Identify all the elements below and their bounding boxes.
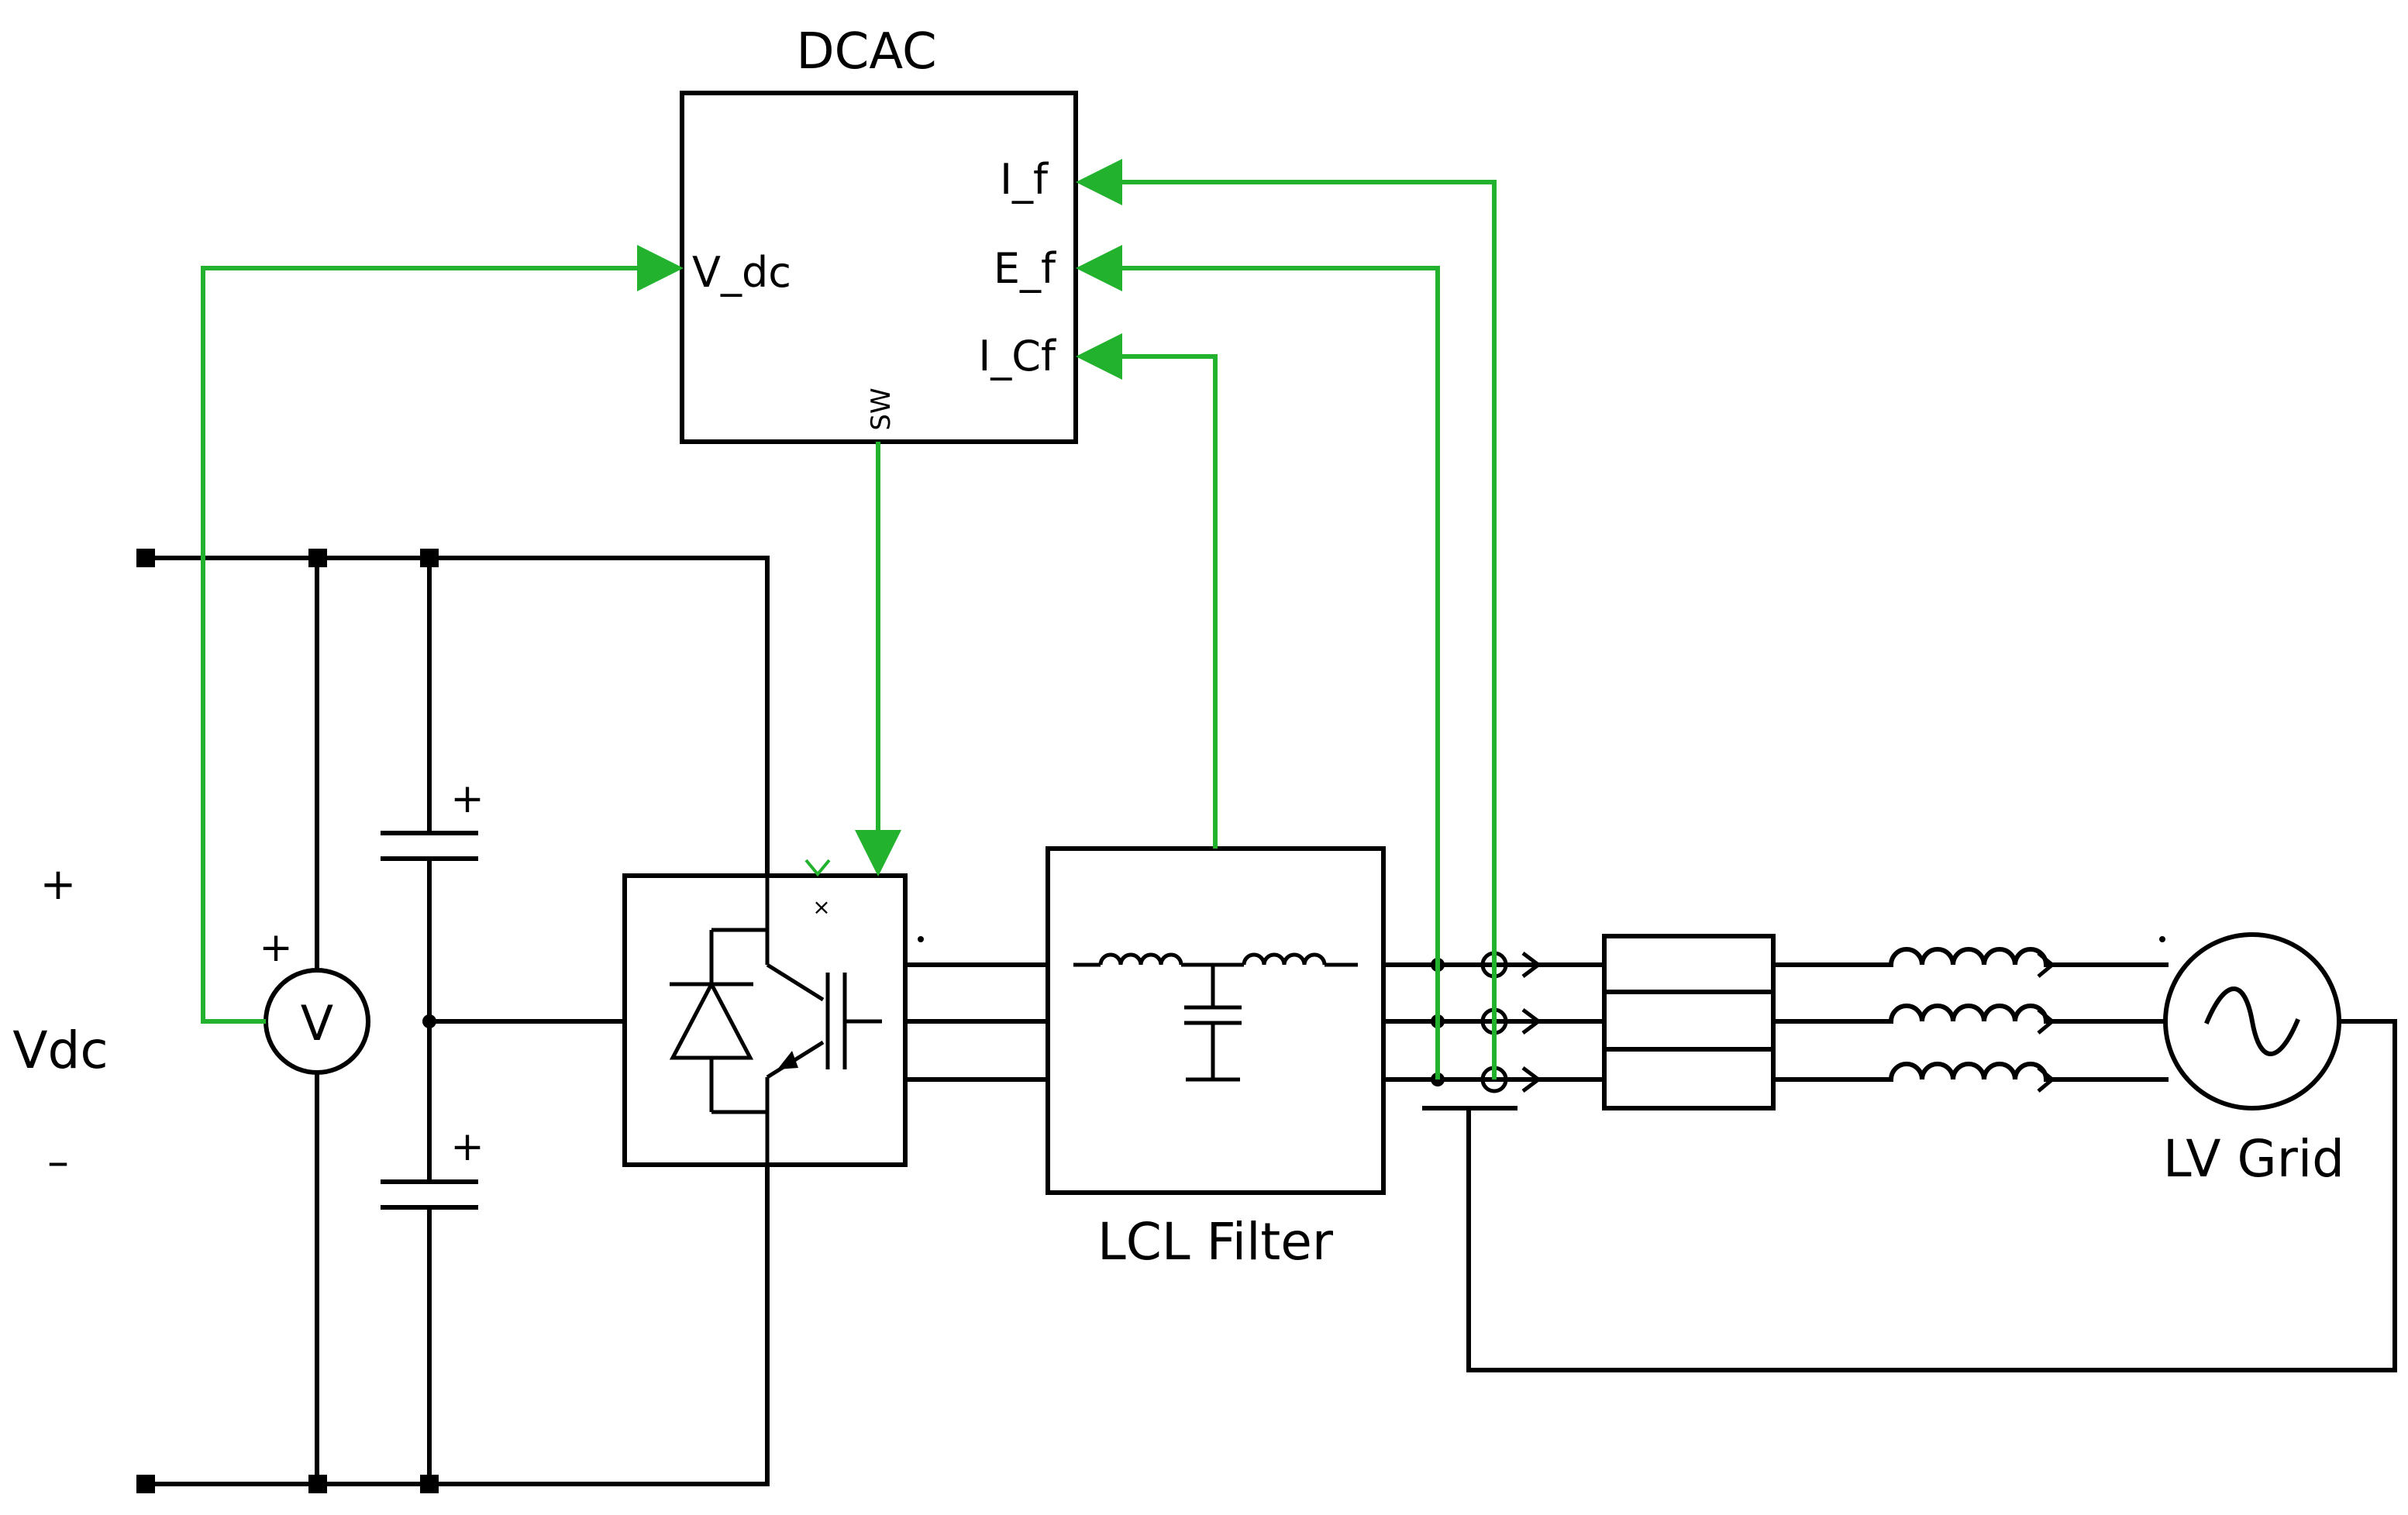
input-icf: I_Cf: [978, 332, 1057, 380]
dcac-controller: DCAC V_dc I_f E_f I_Cf SW: [680, 23, 1078, 444]
svg-text:+: +: [450, 1124, 484, 1170]
svg-text:+: +: [40, 859, 77, 910]
voltmeter-symbol: V: [301, 995, 333, 1052]
input-if: I_f: [1000, 155, 1049, 204]
input-vdc: V_dc: [692, 248, 791, 297]
dc-terminal-top: [136, 549, 155, 567]
svg-text:–: –: [47, 1137, 69, 1187]
inverter-ac-output: [903, 936, 1050, 1082]
grid-inductors: [1888, 936, 2169, 1093]
svg-text:+: +: [450, 776, 484, 822]
ac-sine-icon: [2204, 986, 2300, 1056]
inverter-bridge: ×: [622, 859, 908, 1167]
output-sw: SW: [866, 387, 897, 430]
dc-link-capacitors: + +: [381, 556, 627, 1486]
vdc-label: Vdc: [12, 1021, 108, 1080]
dc-source-label: + Vdc –: [12, 859, 108, 1187]
svg-text:×: ×: [812, 894, 830, 920]
lcl-filter: LCL Filter: [1046, 846, 1386, 1272]
dc-terminal-bottom: [136, 1475, 155, 1493]
voltmeter: V +: [259, 556, 370, 1486]
input-ef: E_f: [994, 244, 1057, 293]
controller-title: DCAC: [796, 23, 936, 81]
signal-wires: [201, 159, 1497, 1079]
lcl-filter-label: LCL Filter: [1097, 1212, 1334, 1272]
line-impedance: [1602, 934, 1893, 1110]
svg-text:+: +: [259, 924, 293, 971]
lv-grid-label: LV Grid: [2163, 1129, 2344, 1189]
lv-grid-source: LV Grid: [2163, 932, 2397, 1189]
